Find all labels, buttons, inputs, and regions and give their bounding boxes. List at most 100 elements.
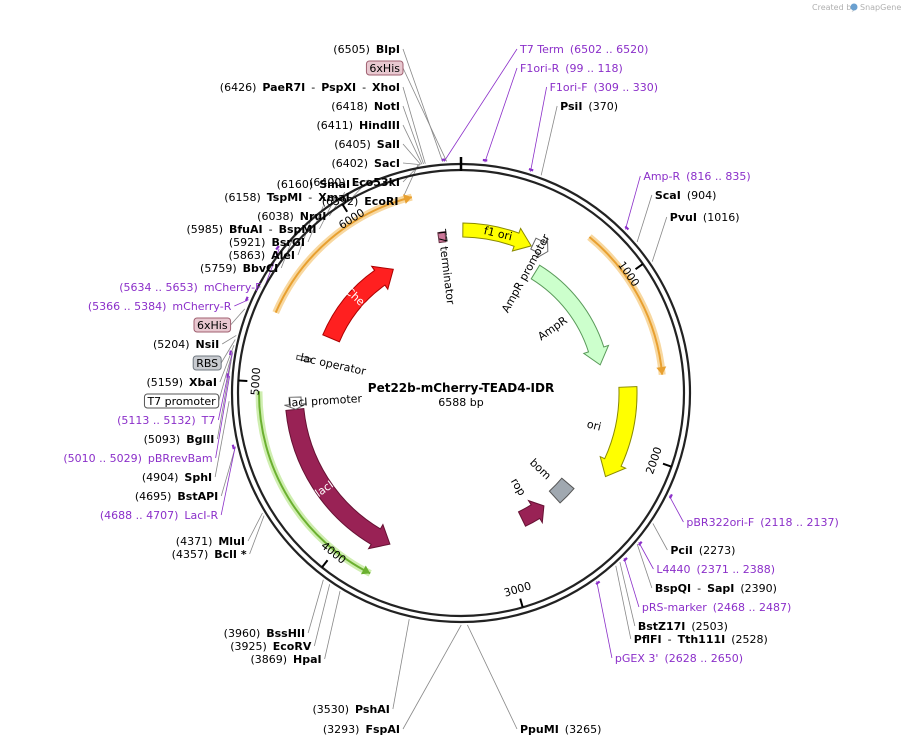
site-label-3925-ecorv[interactable]: (3925)EcoRV [230,640,312,653]
label-part: (370) [588,100,618,113]
site-label-5010-5029-pbrrevbam[interactable]: (5010 .. 5029)pBRrevBam [63,452,212,465]
label-part: LacI-R [184,509,218,522]
feature-ori[interactable] [599,386,638,478]
site-label-scai-904[interactable]: ScaI(904) [655,189,717,202]
leader-line [215,375,231,459]
site-label-psii-370[interactable]: PsiI(370) [560,100,618,113]
leader-line [217,359,232,440]
leader-line [402,124,423,165]
site-label-6405-sali[interactable]: (6405)SalI [334,138,400,151]
site-label-pvui-1016[interactable]: PvuI(1016) [670,211,740,224]
label-part: NotI [374,100,400,113]
site-label-pcii-2273[interactable]: PciI(2273) [670,544,735,557]
site-label-6xhis[interactable]: 6xHis [193,317,232,333]
feature-f1-ori[interactable] [462,222,532,252]
label-part: (3530) [312,703,349,716]
label-part: T7 promoter [146,395,216,408]
site-label-bstz17i-2503[interactable]: BstZ17I(2503) [638,620,728,633]
site-label-6411-hindiii[interactable]: (6411)HindIII [316,119,400,132]
site-label-6400-eco53ki[interactable]: (6400)Eco53kI [309,176,400,189]
site-label-5985-bfuai-bspmi[interactable]: (5985)BfuAI-BspMI [186,223,316,236]
site-label-4357-bcli[interactable]: (4357)BclI * [172,548,247,561]
label-part: TspMI [267,191,303,204]
site-label-5759-bbvci[interactable]: (5759)BbvCI [200,262,278,275]
orf-arrowhead [656,366,667,375]
feature-lac-operator[interactable] [295,354,312,363]
feature-rop[interactable] [517,499,545,527]
feature-laci[interactable] [285,408,391,550]
site-label-bspqi-sapi-2390[interactable]: BspQI-SapI(2390) [655,582,777,595]
label-part: (6392) [322,195,359,208]
label-part: BssHII [266,627,305,640]
feature-ampr-promoter[interactable] [530,236,549,260]
site-label-5863-alei[interactable]: (5863)AleI [229,249,295,262]
feature-bom[interactable] [548,477,575,504]
label-part: BbvCI [243,262,279,275]
label-part: HpaI [293,653,322,666]
tick-mark [238,379,248,382]
label-part: pBRrevBam [148,452,213,465]
site-label-t7-term-6502-6520[interactable]: T7 Term(6502 .. 6520) [519,43,648,56]
site-label-3530-pshai[interactable]: (3530)PshAI [312,703,389,716]
site-label-f1ori-f-309-330[interactable]: F1ori-F(309 .. 330) [550,81,658,94]
label-part: pGEX 3' [615,652,659,665]
site-label-6505-blpi[interactable]: (6505)BlpI [333,43,400,56]
site-label-6402-saci[interactable]: (6402)SacI [331,157,400,170]
site-label-pflfi-tth111i-2528[interactable]: PflFI-Tth111I(2528) [634,633,768,646]
credit-brand: SnapGene [860,3,901,12]
label-part: (2273) [699,544,736,557]
site-label-6392-ecori[interactable]: (6392)EcoRI [322,195,399,208]
feature-ampr[interactable] [530,264,610,366]
label-part: (6411) [316,119,353,132]
tick-mark [662,462,672,468]
leader-line [668,495,684,523]
site-label-5634-5653-mcherry-f[interactable]: (5634 .. 5653)mCherry-F [119,281,261,294]
site-label-4904-sphi[interactable]: (4904)SphI [142,471,212,484]
site-label-5366-5384-mcherry-r[interactable]: (5366 .. 5384)mCherry-R [88,300,232,313]
site-label-amp-r-816-835[interactable]: Amp-R(816 .. 835) [643,170,750,183]
site-label-6418-noti[interactable]: (6418)NotI [331,100,400,113]
label-part: SacI [374,157,400,170]
label-part: (3293) [323,723,360,736]
site-label-t7-promoter[interactable]: T7 promoter [143,393,220,409]
backbone-ring [230,157,692,624]
feature-t7-terminator[interactable] [437,231,447,244]
site-label-5159-xbai[interactable]: (5159)XbaI [146,376,216,389]
site-label-6426-paer7i-pspxi-xhoi[interactable]: (6426)PaeR7I-PspXI-XhoI [220,81,400,94]
site-label-f1ori-r-99-118[interactable]: F1ori-R(99 .. 118) [520,62,623,75]
site-label-5921-bsrgi[interactable]: (5921)BsrGI [229,236,305,249]
site-label-6158-tspmi-xmai[interactable]: (6158)TspMI-XmaI [224,191,350,204]
leader-line [443,48,518,162]
site-label-5204-nsii[interactable]: (5204)NsiI [153,338,219,351]
label-part: AleI [271,249,295,262]
leader-line [615,565,632,640]
feature-laci-promoter[interactable] [284,396,307,410]
label-part: EcoRV [273,640,312,653]
leader-line [530,86,547,172]
site-label-pgex-3-2628-2650[interactable]: pGEX 3'(2628 .. 2650) [615,652,743,665]
label-part: - [362,81,366,94]
site-label-pbr322ori-f-2118-2137[interactable]: pBR322ori-F(2118 .. 2137) [686,516,838,529]
feature-label-laci-promoter: lacI promoter [288,392,363,410]
site-label-4695-bstapi[interactable]: (4695)BstAPI [135,490,218,503]
label-part: PpuMI [520,723,559,736]
label-part: SapI [707,582,734,595]
site-label-4371-mlui[interactable]: (4371)MluI [176,535,245,548]
feature-mcherry[interactable] [322,265,394,343]
site-label-4688-4707-laci-r[interactable]: (4688 .. 4707)LacI-R [100,509,219,522]
site-label-6160-smai[interactable]: (6160)SmaI [277,178,350,191]
site-label-6038-nrui[interactable]: (6038)NruI [257,210,326,223]
site-label-rbs[interactable]: RBS [192,355,222,371]
site-label-6xhis[interactable]: 6xHis [365,60,404,76]
label-part: XmaI [318,191,349,204]
label-part: (904) [687,189,717,202]
site-label-3960-bsshii[interactable]: (3960)BssHII [224,627,305,640]
site-label-l4440-2371-2388[interactable]: L4440(2371 .. 2388) [656,563,775,576]
site-label-3869-hpai[interactable]: (3869)HpaI [250,653,321,666]
site-label-3293-fspai[interactable]: (3293)FspAI [323,723,400,736]
site-label-prs-marker-2468-2487[interactable]: pRS-marker(2468 .. 2487) [642,601,791,614]
site-label-5093-bglii[interactable]: (5093)BglII [144,433,215,446]
leader-line [638,541,654,570]
site-label-5113-5132-t7[interactable]: (5113 .. 5132)T7 [117,414,215,427]
site-label-ppumi-3265[interactable]: PpuMI(3265) [520,723,601,736]
